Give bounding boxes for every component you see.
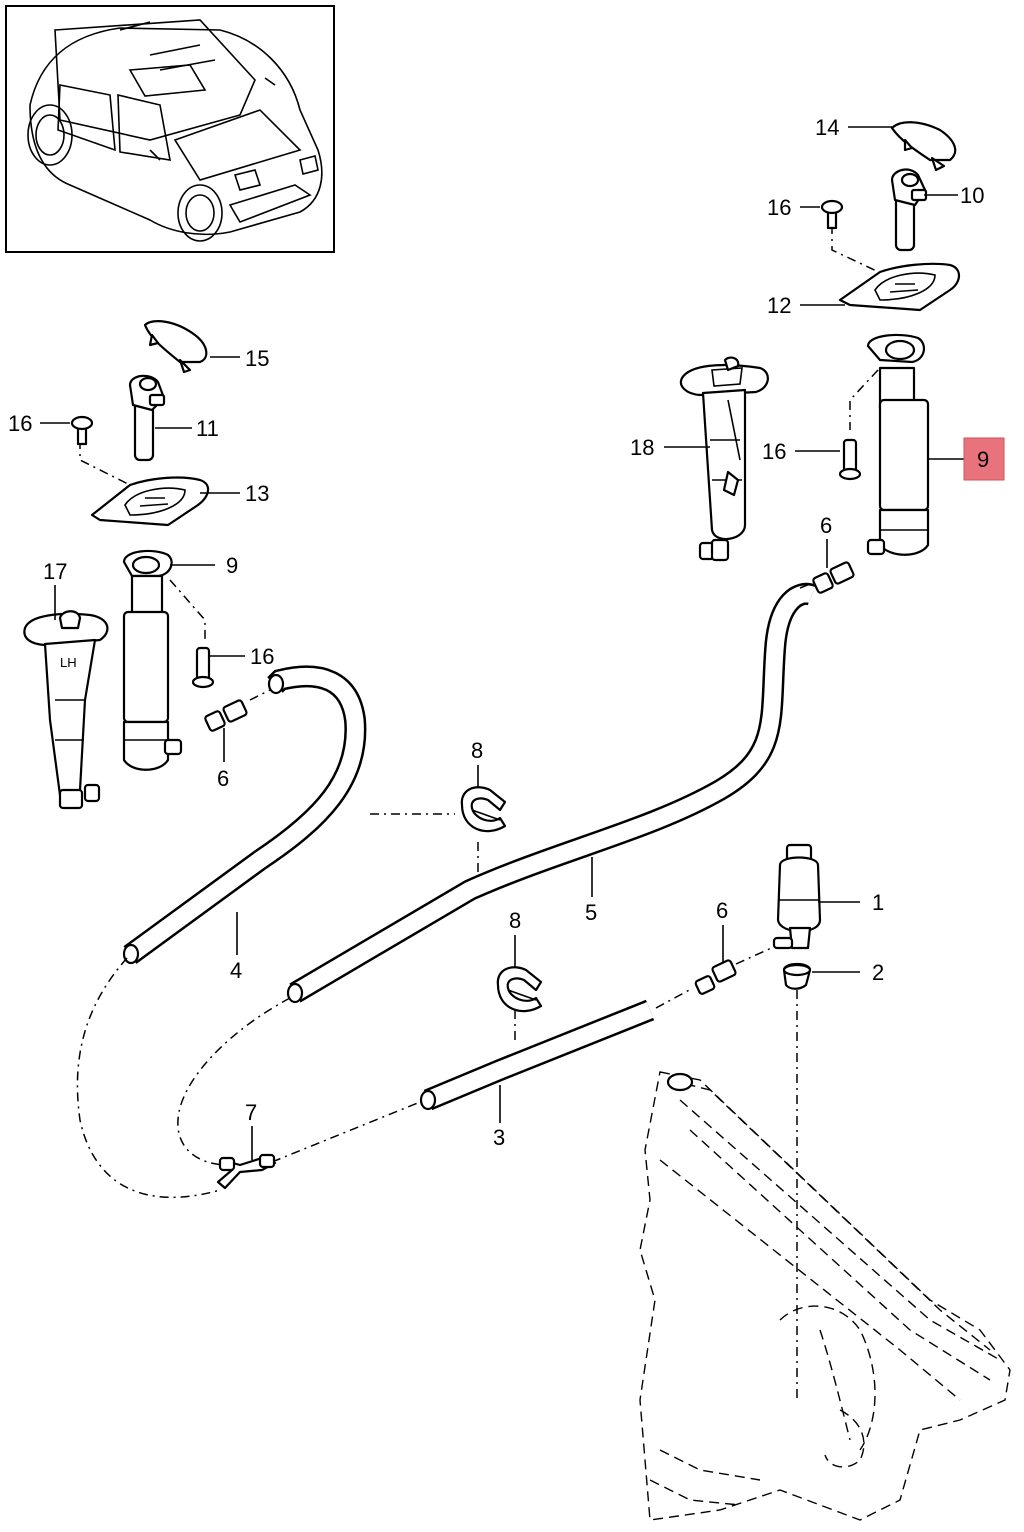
part-8-hose-clip-lower	[496, 966, 543, 1013]
part-12-bracket-right	[838, 262, 961, 312]
label-16-right-mid: 16	[762, 439, 786, 464]
part-9-telescopic-washer-left	[122, 549, 183, 771]
callout-labels: 14 10 16 12 15 11 16 13 18 16 9 6 9 17 1…	[8, 115, 989, 1150]
connection-lines	[76, 225, 886, 1400]
part-1-washer-pump	[772, 843, 822, 950]
label-6-right: 6	[820, 513, 832, 538]
label-16-top-right: 16	[767, 195, 791, 220]
part-16-screw-left-top	[70, 415, 94, 446]
label-15: 15	[245, 346, 269, 371]
part-17-nozzle-bracket-left: LH	[23, 610, 109, 810]
lh-marking: LH	[60, 655, 77, 670]
part-6-connector-left	[204, 699, 248, 732]
label-8-upper: 8	[471, 738, 483, 763]
part-15-cover-cap-left	[143, 320, 208, 374]
label-7: 7	[245, 1100, 257, 1125]
label-17: 17	[43, 559, 67, 584]
hose-4	[122, 665, 367, 965]
part-9-telescopic-washer-right	[866, 333, 930, 556]
label-9-left: 9	[226, 553, 238, 578]
leader-lines	[40, 126, 964, 1160]
part-16-screw-right-mid	[838, 438, 862, 481]
hose-5	[286, 582, 817, 1004]
label-9-right: 9	[977, 447, 989, 472]
label-8-lower: 8	[509, 908, 521, 933]
part-6-connector-right	[812, 561, 855, 594]
label-4: 4	[230, 958, 242, 983]
label-12: 12	[767, 293, 791, 318]
label-13: 13	[245, 481, 269, 506]
part-16-screw-left-mid	[191, 646, 215, 689]
label-18: 18	[630, 435, 654, 460]
part-16-screw-top-right	[820, 199, 844, 230]
label-2: 2	[872, 960, 884, 985]
part-18-nozzle-bracket-right	[679, 356, 769, 562]
label-10: 10	[960, 183, 984, 208]
label-5: 5	[585, 900, 597, 925]
part-11-washer-nozzle-left	[128, 374, 166, 462]
highlight-part-9	[963, 437, 1005, 481]
part-8-hose-clip-upper	[460, 786, 507, 833]
part-13-bracket-left	[90, 476, 210, 527]
label-16-left-mid: 16	[250, 644, 274, 669]
part-6-connector-pump	[694, 959, 737, 995]
label-3: 3	[493, 1125, 505, 1150]
label-6-left: 6	[217, 766, 229, 791]
vehicle-thumbnail	[5, 5, 335, 253]
label-14: 14	[815, 115, 839, 140]
label-11: 11	[196, 416, 219, 441]
label-16-left-top: 16	[8, 411, 32, 436]
part-7-y-connector	[216, 1153, 277, 1190]
label-1: 1	[872, 890, 884, 915]
part-14-cover-cap-right	[890, 121, 957, 172]
hose-3	[419, 999, 655, 1111]
washer-reservoir	[639, 1071, 1011, 1521]
label-6-pump: 6	[716, 898, 728, 923]
part-2-grommet	[782, 962, 812, 990]
part-10-washer-nozzle-right	[890, 168, 928, 252]
